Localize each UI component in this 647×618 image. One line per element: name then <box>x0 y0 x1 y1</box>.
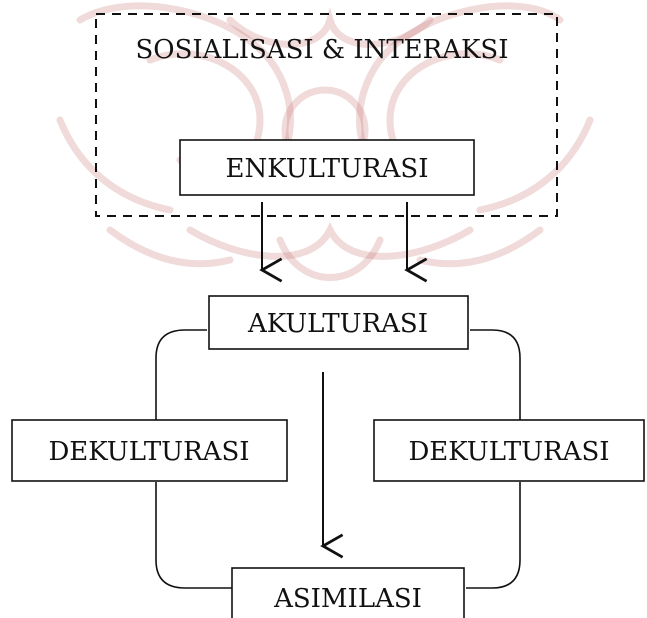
enkulturasi-box <box>179 139 475 196</box>
socialization-group-box <box>95 13 558 217</box>
akulturasi-label: AKULTURASI <box>247 309 428 339</box>
akulturasi-box <box>208 295 469 350</box>
dekulturasi-left-label: DEKULTURASI <box>48 437 249 467</box>
right-bracket <box>466 329 521 589</box>
group-label: SOSIALISASI & INTERAKSI <box>135 35 508 65</box>
dekulturasi-left-box <box>11 419 288 482</box>
dekulturasi-right-box <box>373 419 645 482</box>
asimilasi-box <box>231 567 465 618</box>
asimilasi-label: ASIMILASI <box>273 584 422 614</box>
enkulturasi-label: ENKULTURASI <box>226 154 429 184</box>
left-bracket <box>155 329 232 589</box>
dekulturasi-right-label: DEKULTURASI <box>408 437 609 467</box>
